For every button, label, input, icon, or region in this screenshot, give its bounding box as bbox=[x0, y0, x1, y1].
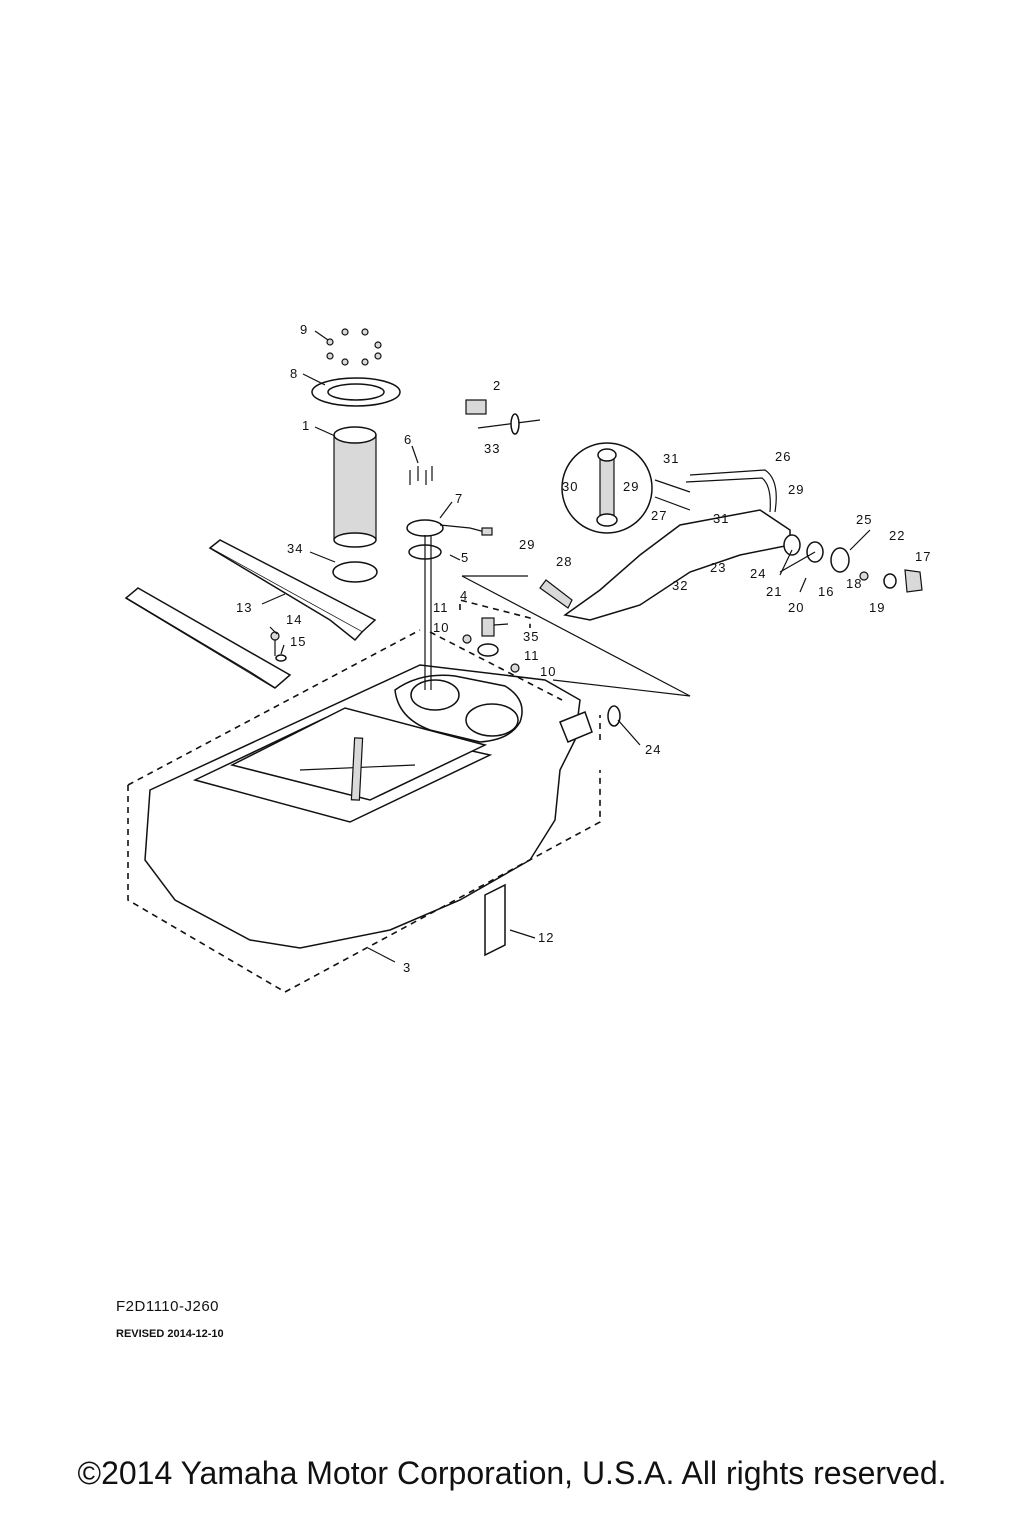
callout-label: 13 bbox=[236, 600, 252, 615]
callout-label: 24 bbox=[645, 742, 661, 757]
callout-label: 22 bbox=[889, 528, 905, 543]
callout-label: 10 bbox=[540, 664, 556, 679]
callout-label: 3 bbox=[403, 960, 411, 975]
callout-label: 31 bbox=[713, 511, 729, 526]
callout-label: 29 bbox=[519, 537, 535, 552]
callout-label: 8 bbox=[290, 366, 298, 381]
fuel-sender bbox=[406, 466, 493, 690]
callout-label: 1 bbox=[302, 418, 310, 433]
callout-label: 23 bbox=[710, 560, 726, 575]
callout-label: 11 bbox=[524, 648, 540, 663]
fuel-pump-module bbox=[311, 328, 401, 583]
callout-label: 11 bbox=[433, 600, 449, 615]
tank-assembly-outline bbox=[127, 629, 601, 993]
detail-circle bbox=[561, 442, 653, 534]
callout-label: 31 bbox=[663, 451, 679, 466]
callout-label: 32 bbox=[672, 578, 688, 593]
callout-label: 15 bbox=[290, 634, 306, 649]
callout-label: 10 bbox=[433, 620, 449, 635]
callout-label: 4 bbox=[460, 588, 468, 603]
callout-label: 29 bbox=[788, 482, 804, 497]
part-code: F2D1110-J260 bbox=[116, 1298, 220, 1315]
callout-label: 25 bbox=[856, 512, 872, 527]
vent-valve-parts bbox=[459, 399, 541, 673]
callout-label: 28 bbox=[556, 554, 572, 569]
callout-label: 21 bbox=[766, 584, 782, 599]
callout-label: 19 bbox=[869, 600, 885, 615]
callout-label: 16 bbox=[818, 584, 834, 599]
fuel-tank bbox=[144, 664, 593, 949]
callout-label: 17 bbox=[915, 549, 931, 564]
callout-label: 9 bbox=[300, 322, 308, 337]
callout-label: 34 bbox=[287, 541, 303, 556]
callout-label: 24 bbox=[750, 566, 766, 581]
callout-label: 12 bbox=[538, 930, 554, 945]
revision-date: REVISED 2014-12-10 bbox=[116, 1328, 224, 1340]
callout-label: 14 bbox=[286, 612, 302, 627]
warning-label bbox=[484, 883, 506, 957]
copyright-notice: ©2014 Yamaha Motor Corporation, U.S.A. A… bbox=[77, 1455, 947, 1491]
filler-hose-assembly bbox=[539, 469, 923, 621]
leader-lines bbox=[261, 330, 816, 963]
tank-brackets bbox=[124, 539, 377, 689]
callout-label: 26 bbox=[775, 449, 791, 464]
callout-label: 33 bbox=[484, 441, 500, 456]
callout-label: 35 bbox=[523, 629, 539, 644]
callout-label: 30 bbox=[562, 479, 578, 494]
callout-label: 5 bbox=[461, 550, 469, 565]
callout-label: 18 bbox=[846, 576, 862, 591]
callout-label: 29 bbox=[623, 479, 639, 494]
callout-label: 2 bbox=[493, 378, 501, 393]
callout-label: 6 bbox=[404, 432, 412, 447]
callout-labels: 1 2 3 4 5 6 7 8 9 10 10 11 11 12 13 14 1… bbox=[236, 322, 931, 975]
callout-label: 7 bbox=[455, 491, 463, 506]
clamp-24-lower bbox=[607, 705, 621, 727]
callout-label: 27 bbox=[651, 508, 667, 523]
callout-label: 20 bbox=[788, 600, 804, 615]
